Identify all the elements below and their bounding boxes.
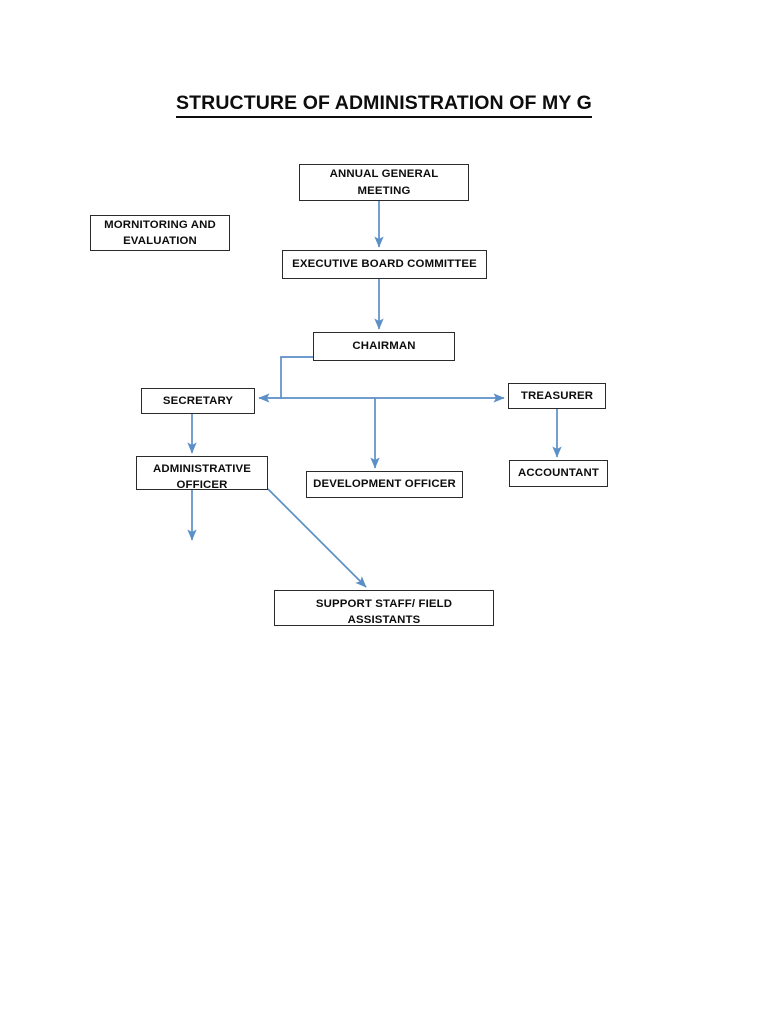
page-title-text: STRUCTURE OF ADMINISTRATION OF MY G [176,92,592,118]
node-label: DEVELOPMENT OFFICER [313,478,456,491]
node-label: CHAIRMAN [352,340,416,353]
edge-chairman-to-secretary [258,356,313,403]
node-mornitoring-and-evaluation: MORNITORING AND EVALUATION [90,215,230,251]
node-label: TREASURER [520,389,594,402]
node-label: SUPPORT STAFF/ FIELD ASSISTANTS [315,598,453,627]
node-treasurer: TREASURER [508,383,606,409]
page-title: STRUCTURE OF ADMINISTRATION OF MY G [0,92,768,118]
node-secretary: SECRETARY [141,388,255,414]
node-label: ANNUAL GENERAL MEETING [329,168,439,197]
node-label: EXECUTIVE BOARD COMMITTEE [292,258,477,271]
edge-admin-to-support [267,488,367,588]
node-development-officer: DEVELOPMENT OFFICER [306,471,463,498]
node-annual-general-meeting: ANNUAL GENERAL MEETING [299,164,469,201]
node-label: ADMINISTRATIVE OFFICER [152,463,252,492]
node-executive-board-committee: EXECUTIVE BOARD COMMITTEE [282,250,487,279]
node-support-staff-field-assistants: SUPPORT STAFF/ FIELD ASSISTANTS [274,590,494,626]
node-label: SECRETARY [162,394,234,407]
node-administrative-officer: ADMINISTRATIVE OFFICER [136,456,268,492]
node-label: ACCOUNTANT [517,467,599,480]
node-chairman: CHAIRMAN [313,332,455,361]
node-label: MORNITORING AND EVALUATION [104,218,216,247]
node-accountant: ACCOUNTANT [509,460,608,487]
